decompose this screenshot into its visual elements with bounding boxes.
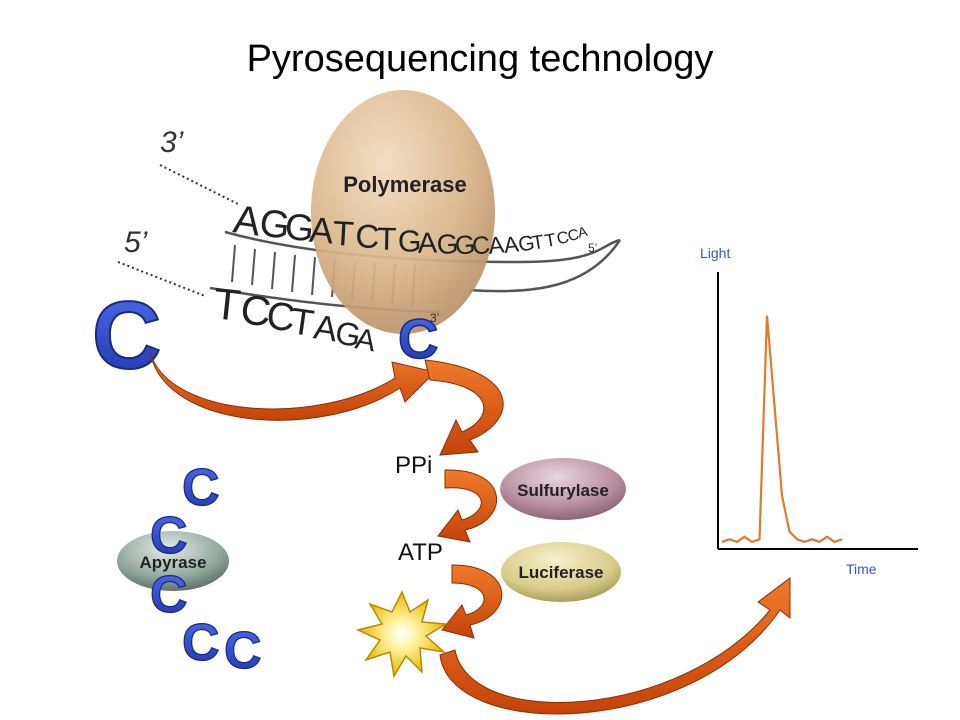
template-five-prime-end: 5’	[588, 241, 597, 255]
degraded-nucleotide: C	[150, 566, 188, 624]
luciferase-label: Luciferase	[518, 563, 603, 582]
template-base: G	[454, 229, 476, 260]
light-signal-chart: Light Time	[700, 245, 918, 577]
three-prime-label: 3’	[160, 126, 185, 159]
degraded-nucleotide: C	[150, 507, 188, 565]
degraded-nucleotide: C	[182, 459, 220, 517]
y-axis-label: Light	[700, 245, 730, 261]
degraded-nucleotide: C	[182, 614, 220, 672]
primer-base: T	[288, 300, 316, 344]
template-base: T	[332, 215, 355, 254]
primer-base: C	[264, 293, 298, 340]
template-base: G	[436, 228, 459, 260]
polymerase-blob	[311, 90, 495, 334]
template-base: G	[517, 231, 536, 256]
incorporated-nucleotide: C	[398, 307, 438, 370]
incoming-nucleotide: C	[92, 282, 161, 389]
arrow-to-detector	[439, 577, 791, 715]
signal-trace	[721, 315, 843, 544]
sulfurylase-blob	[500, 458, 626, 520]
page-title: Pyrosequencing technology	[246, 38, 714, 80]
primer-base: C	[238, 285, 273, 335]
template-base: T	[543, 229, 558, 251]
strand-labels: 3’ 5’	[117, 126, 241, 297]
sulfurylase-enzyme: Sulfurylase	[500, 458, 626, 520]
template-base: C	[355, 218, 380, 256]
arrow-incorporation	[149, 351, 436, 421]
ppi-label: PPi	[395, 452, 432, 479]
primer-three-prime-end: 3’	[430, 311, 439, 325]
polymerase-label: Polymerase	[343, 172, 467, 197]
primer-base: G	[333, 314, 364, 354]
template-base: A	[502, 231, 520, 258]
template-base: T	[530, 231, 545, 255]
template-base: T	[377, 221, 397, 257]
template-tail	[469, 239, 622, 293]
apyrase-blob	[117, 531, 229, 591]
polymerase-enzyme: Polymerase	[311, 90, 495, 334]
three-prime-leader	[159, 164, 241, 206]
arrow-to-ppi	[424, 359, 504, 456]
template-base: G	[257, 202, 292, 248]
sulfurylase-label: Sulfurylase	[517, 481, 609, 500]
primer-base: T	[211, 279, 243, 331]
arrow-to-atp	[437, 469, 498, 543]
light-flash-icon	[355, 590, 449, 679]
template-base: C	[471, 231, 491, 260]
template-base: G	[283, 205, 316, 250]
template-base: A	[487, 232, 506, 260]
template-base: C	[555, 227, 571, 248]
five-prime-leader	[117, 261, 206, 297]
atp-label: ATP	[398, 539, 443, 566]
luciferase-enzyme: Luciferase	[501, 542, 621, 602]
apyrase-enzyme: Apyrase	[117, 531, 229, 591]
primer-base: A	[353, 322, 378, 358]
apyrase-label: Apyrase	[139, 553, 206, 572]
arrow-to-light	[441, 564, 503, 639]
template-base: A	[308, 210, 335, 252]
template-base: A	[417, 227, 438, 259]
luciferase-blob	[501, 542, 621, 602]
template-base: G	[398, 224, 422, 258]
template-base: C	[566, 226, 581, 245]
five-prime-label: 5’	[124, 226, 149, 259]
x-axis-label: Time	[846, 561, 877, 577]
template-base: A	[231, 197, 264, 244]
degraded-nucleotide: C	[224, 622, 262, 680]
